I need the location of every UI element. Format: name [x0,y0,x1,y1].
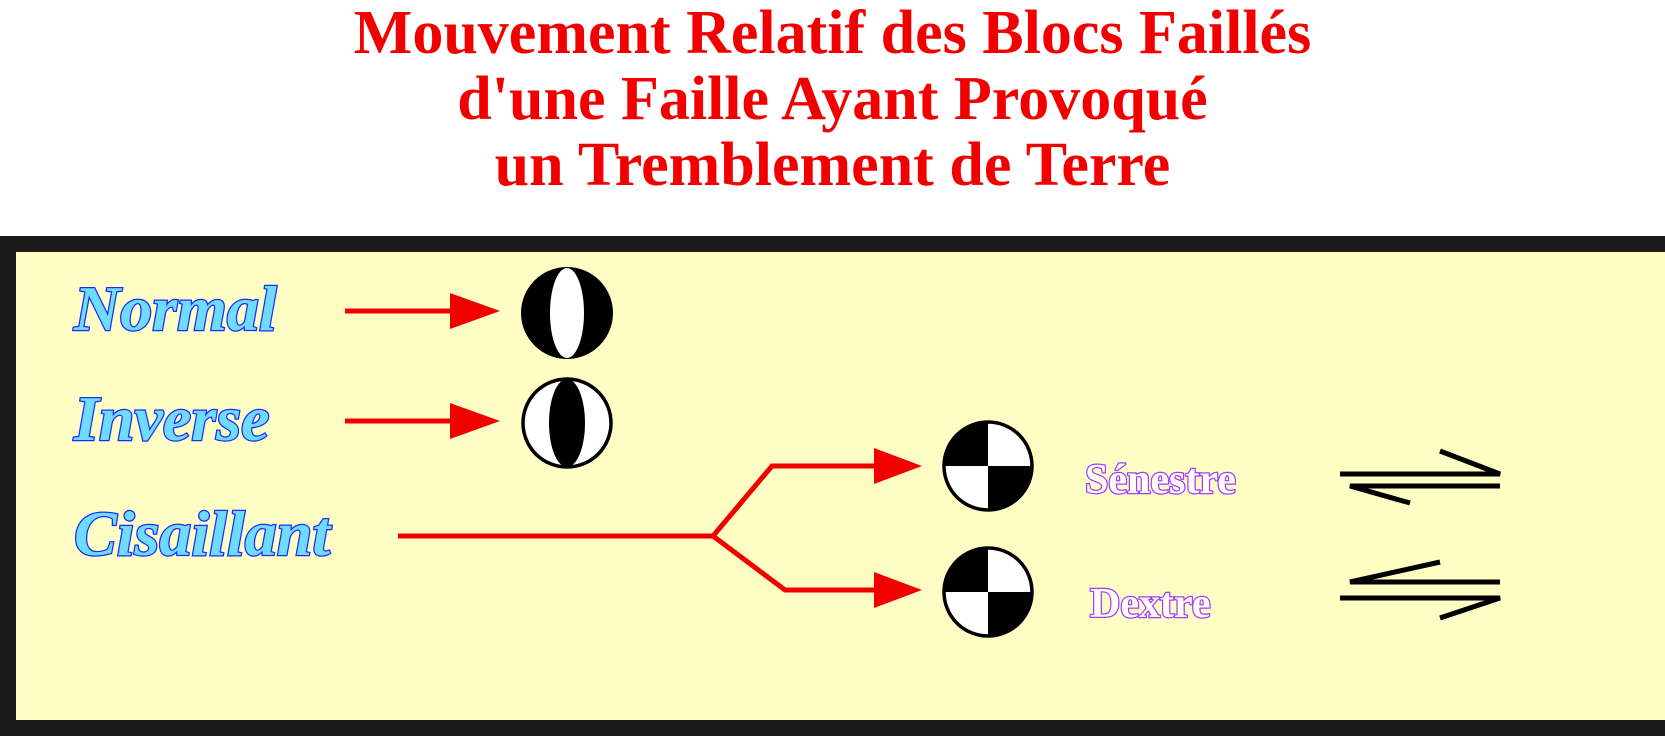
left-lateral-half-arrows-icon [1340,448,1501,506]
arrow-cisaillant [398,448,922,608]
label-inverse: Inverse [73,383,270,454]
title-line-3: un Tremblement de Terre [494,131,1171,199]
fault-diagram: Normal Inverse Cisaillant Sénestre Dextr… [72,267,1501,638]
beachball-reverse-icon [521,377,613,469]
right-lateral-half-arrows-icon [1340,559,1501,621]
diagram-title: Mouvement Relatif des Blocs Faillés d'un… [0,0,1665,198]
title-line-1: Mouvement Relatif des Blocs Faillés [353,0,1312,67]
label-senestre: Sénestre [1085,457,1236,503]
beachball-senestre-icon [942,420,1034,512]
label-dextre: Dextre [1090,581,1210,627]
label-normal: Normal [73,273,277,344]
arrow-normal [345,293,500,329]
arrow-inverse [345,403,500,439]
beachball-normal-icon [521,267,613,359]
title-line-2: d'une Faille Ayant Provoqué [457,65,1208,133]
label-cisaillant: Cisaillant [74,498,332,569]
beachball-dextre-icon [942,546,1034,638]
